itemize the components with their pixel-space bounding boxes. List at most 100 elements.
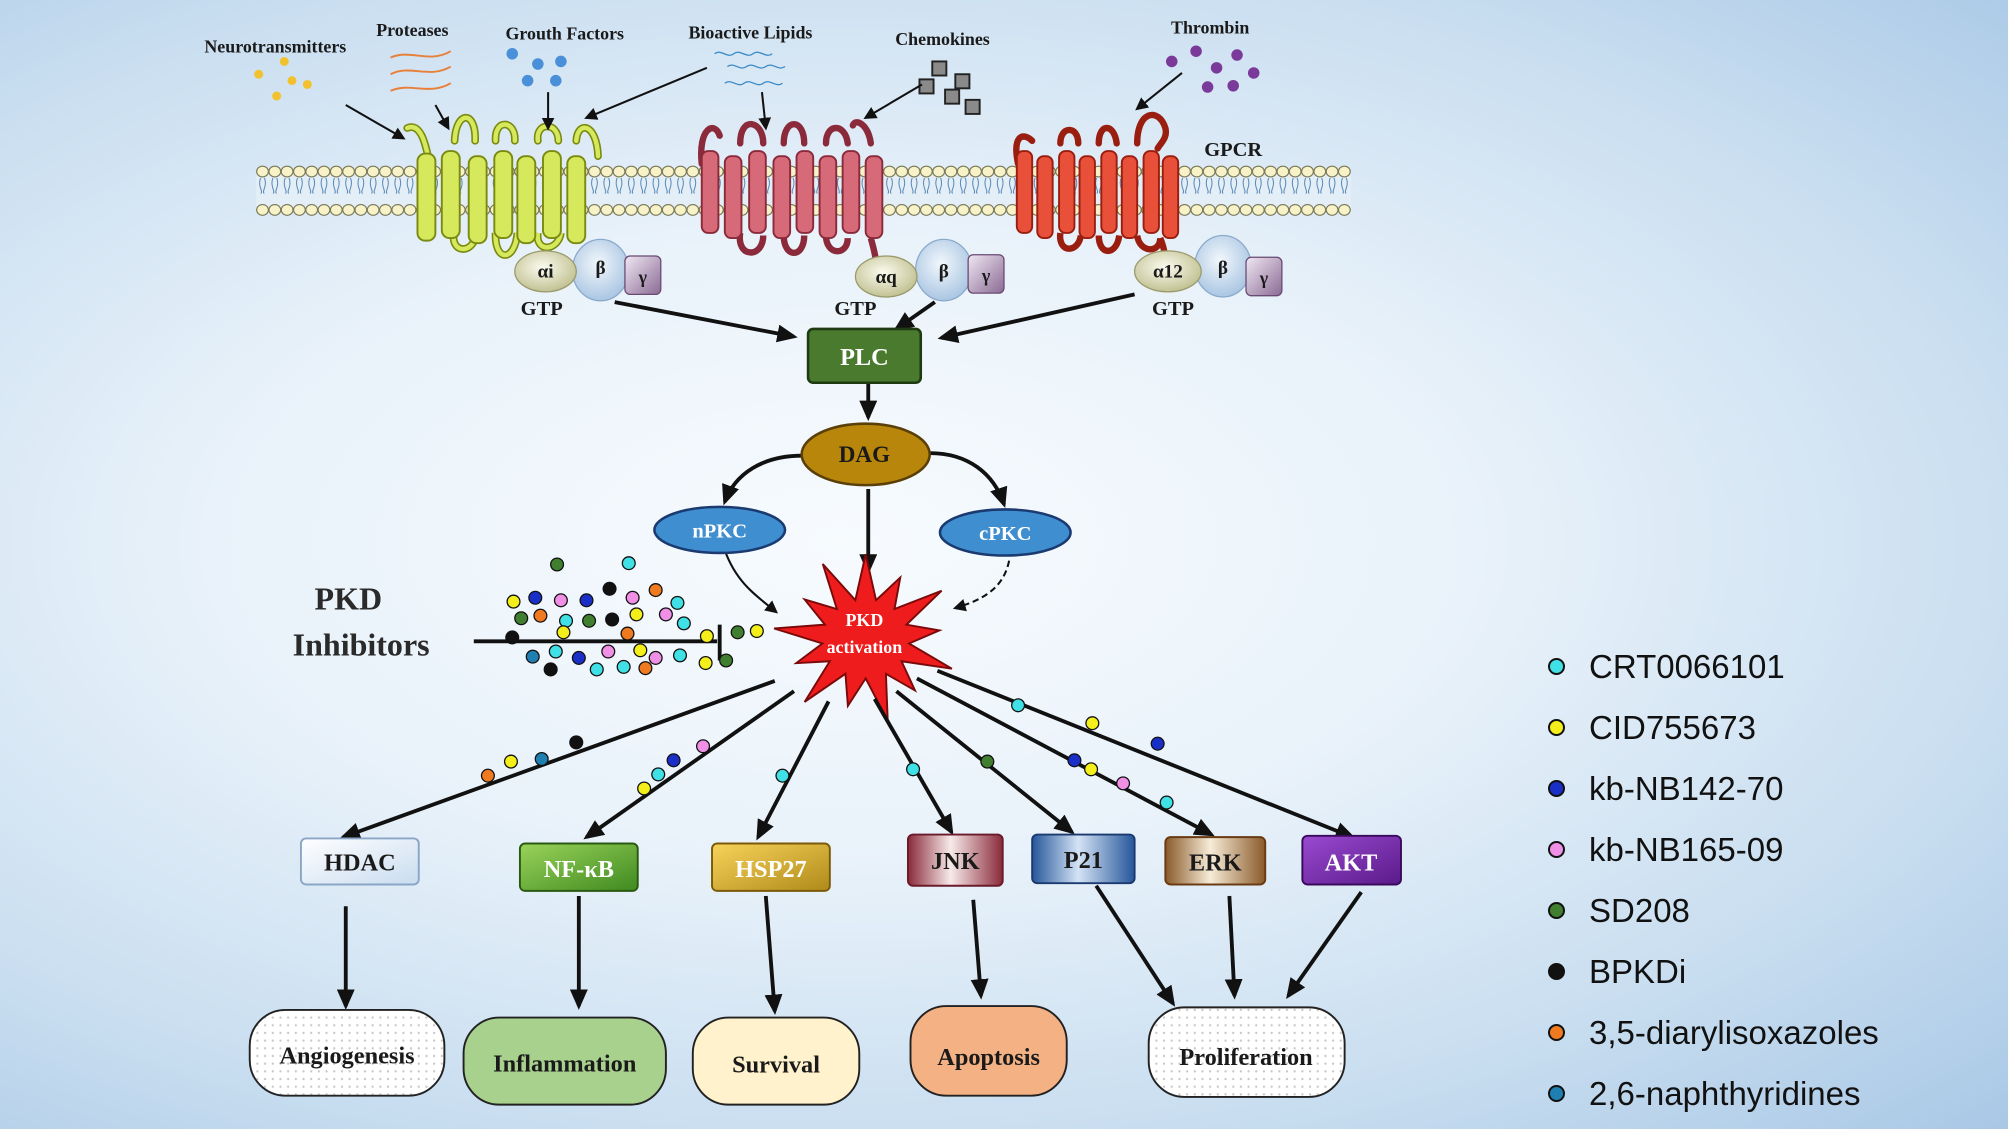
inhibitor-dot [620, 626, 635, 641]
dag-node [800, 422, 931, 487]
inhibitor-dot [638, 661, 653, 676]
outcome-inflammation [462, 1016, 667, 1106]
inhibitor-dot [605, 612, 620, 627]
legend-swatch [1548, 1085, 1565, 1102]
legend-label: SD208 [1589, 891, 1690, 929]
target-p21 [1031, 833, 1136, 885]
legend-swatch [1548, 719, 1565, 736]
outcome-arrows [336, 884, 1363, 1016]
cpkc-label: cPKC [979, 523, 1031, 545]
galpha-1-label: αi [538, 262, 555, 283]
inhibitor-dot [556, 625, 571, 640]
legend-swatch [1548, 1024, 1565, 1041]
npkc-label: nPKC [692, 521, 747, 543]
inhibitor-dot [1011, 698, 1026, 713]
inhibitor-dot [666, 753, 681, 768]
inhibitor-dot [676, 616, 691, 631]
label-thrombin: Thrombin [1171, 17, 1249, 37]
growth-factor-molecules [506, 48, 567, 87]
inhibitor-dot [672, 648, 688, 663]
inhibitor-dot [514, 611, 529, 626]
outcome-survival [691, 1016, 861, 1106]
chemokine-molecules [918, 60, 981, 115]
inhibitor-dot [480, 768, 495, 783]
inhibitor-dot [648, 650, 663, 665]
inhibitor-dot [1085, 716, 1100, 731]
gprotein-3 [1133, 234, 1283, 298]
ggamma-2-label: γ [981, 266, 991, 286]
inhibitor-dot [648, 583, 663, 598]
inhibitor-dot [658, 607, 673, 622]
inhibitor-dot [698, 655, 713, 671]
ggamma-1-label: γ [638, 267, 648, 287]
receptor-1 [403, 114, 602, 259]
gprotein-2 [854, 238, 1005, 302]
inhibitor-dot [601, 644, 616, 659]
legend-label: kb-NB165-09 [1589, 830, 1784, 868]
hdac-label: HDAC [324, 849, 396, 876]
inhibitor-dot [553, 593, 568, 608]
gbeta-3-label: β [1218, 258, 1228, 279]
inhibitor-dot [616, 659, 631, 674]
proliferation-label: Proliferation [1179, 1044, 1313, 1071]
legend-swatch [1548, 658, 1565, 675]
legend-item: 2,6-naphthyridines [1548, 1063, 1988, 1124]
legend-swatch [1548, 780, 1565, 797]
inhibitor-dot [525, 649, 540, 664]
legend-label: CID755673 [1589, 708, 1756, 746]
angiogenesis-label: Angiogenesis [279, 1043, 414, 1070]
target-nfkb [518, 842, 639, 892]
label-chemokines: Chemokines [895, 29, 990, 49]
receptor-2 [698, 119, 884, 288]
target-erk [1164, 836, 1267, 886]
legend-label: 2,6-naphthyridines [1589, 1074, 1861, 1112]
plc-label: PLC [840, 344, 889, 371]
outcome-apoptosis [909, 1005, 1068, 1097]
outcome-proliferation [1147, 1006, 1346, 1098]
inhibitor-dot [548, 644, 563, 659]
gprotein-1 [514, 238, 662, 302]
thrombin-molecules [1165, 45, 1260, 93]
inhibitor-dot [775, 768, 790, 783]
apoptosis-label: Apoptosis [937, 1044, 1040, 1071]
erk-label: ERK [1189, 849, 1242, 876]
inhibitor-dot [633, 643, 648, 658]
inhibitor-dot [589, 662, 604, 677]
gtp-2-label: GTP [834, 298, 876, 320]
inhibitor-dot [503, 754, 519, 769]
inhibitor-dot [719, 653, 734, 668]
legend-item: BPKDi [1548, 941, 1988, 1002]
legend-item: kb-NB165-09 [1548, 819, 1988, 880]
inhibitor-arrow-dots [480, 698, 1174, 810]
gtp-1-label: GTP [521, 298, 563, 320]
label-bioactive-lipids: Bioactive Lipids [688, 22, 812, 42]
nfkb-label: NF-κB [544, 856, 614, 883]
inhibitor-dot [625, 590, 640, 605]
p21-label: P21 [1064, 847, 1103, 874]
inhibitor-dot [569, 735, 584, 750]
inhibitor-dot [534, 751, 549, 767]
galpha-3-label: α12 [1153, 262, 1183, 283]
inhibitor-dot [699, 629, 714, 644]
plc-node [806, 327, 923, 384]
legend-label: BPKDi [1589, 952, 1687, 990]
pkd-activation-star [773, 554, 953, 722]
inhibitors-title-line1: PKD [315, 580, 383, 616]
neurotransmitter-molecules [254, 56, 312, 101]
inhibitor-dot [1067, 753, 1082, 768]
inhibitor-dot [629, 607, 644, 622]
inhibitor-dot [621, 556, 636, 571]
inhibitor-dot [670, 595, 685, 610]
pkc-arrows [723, 550, 1011, 614]
inhibitor-dot [730, 625, 745, 640]
gbeta-1-label: β [596, 258, 606, 279]
inhibitor-dot [1084, 762, 1099, 777]
inhibitor-dot [579, 593, 594, 608]
survival-label: Survival [732, 1052, 820, 1079]
outcome-angiogenesis [248, 1008, 446, 1097]
inhibitor-dot [602, 581, 617, 596]
inhibitor-dot [558, 613, 574, 628]
pkd-target-arrows [339, 668, 1356, 841]
